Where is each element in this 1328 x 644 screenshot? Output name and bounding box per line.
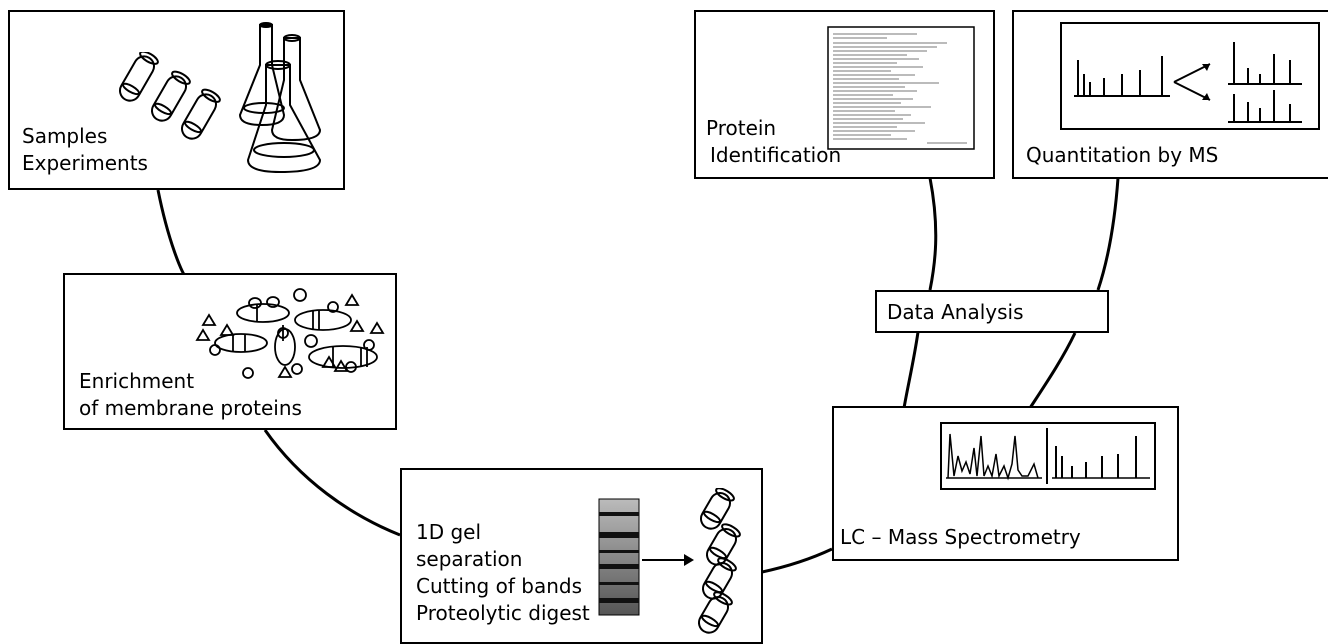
lc-ms-box: LC – Mass Spectrometry bbox=[832, 406, 1179, 561]
gel-lane-icon bbox=[598, 498, 640, 616]
gel-label-line-2: separation bbox=[416, 547, 523, 571]
quantitation-label: Quantitation by MS bbox=[1026, 143, 1219, 167]
gel-separation-box: 1D gel separation Cutting of bands Prote… bbox=[400, 468, 763, 644]
quantitation-box: Quantitation by MS bbox=[1012, 10, 1328, 179]
lc-ms-label: LC – Mass Spectrometry bbox=[840, 525, 1081, 549]
test-tubes-icon bbox=[698, 488, 741, 634]
enrichment-box: Enrichment of membrane proteins bbox=[63, 273, 397, 430]
lc-ms-figure-frame bbox=[940, 422, 1156, 490]
spectrum-comparison-frame bbox=[1060, 22, 1320, 130]
data-analysis-box: Data Analysis bbox=[875, 290, 1109, 333]
gel-label-line-3: Cutting of bands bbox=[416, 574, 582, 598]
flasks-icon bbox=[238, 22, 322, 174]
protein-id-label-line-2: Identification bbox=[710, 143, 842, 167]
gel-label-line-4: Proteolytic digest bbox=[416, 601, 590, 625]
mass-spectrum-icon bbox=[1052, 436, 1150, 479]
samples-label-line-1: Samples bbox=[22, 124, 108, 148]
protein-list-document-icon bbox=[827, 26, 975, 150]
test-tubes-icon bbox=[119, 52, 221, 140]
enrichment-label-line-2: of membrane proteins bbox=[79, 396, 302, 420]
samples-label-line-2: Experiments bbox=[22, 151, 148, 175]
chromatogram-icon bbox=[946, 433, 1042, 481]
samples-experiments-box: Samples Experiments bbox=[8, 10, 345, 190]
membrane-vesicles-icon bbox=[195, 288, 385, 379]
data-analysis-label: Data Analysis bbox=[887, 300, 1024, 324]
arrow-right-icon bbox=[642, 554, 694, 566]
enrichment-label-line-1: Enrichment bbox=[79, 369, 195, 393]
gel-label-line-1: 1D gel bbox=[416, 520, 482, 544]
protein-id-label-line-1: Protein bbox=[706, 116, 777, 140]
protein-identification-box: Protein Identification bbox=[694, 10, 995, 179]
spectrum-comparison-icon bbox=[1074, 42, 1302, 123]
